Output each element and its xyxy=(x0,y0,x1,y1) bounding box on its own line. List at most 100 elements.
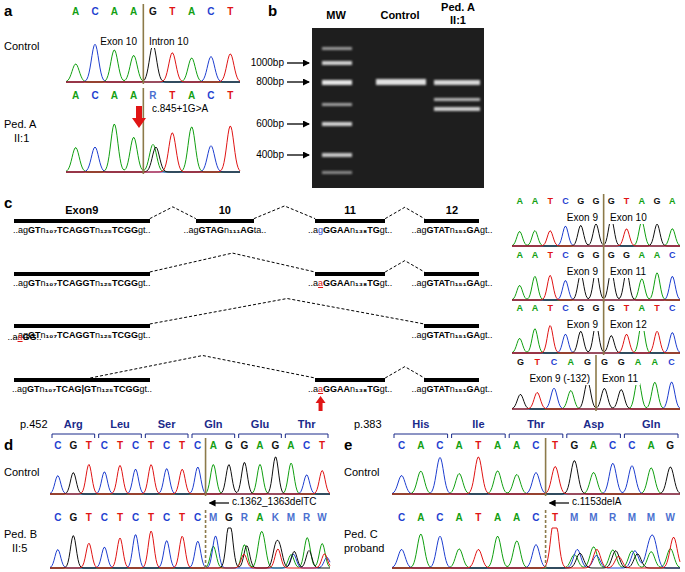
chromatogram xyxy=(512,248,680,302)
base-calls: ACAAGTACT xyxy=(66,6,240,18)
sequence-char: A xyxy=(210,225,217,235)
exon-segment: 11..agGGAAn₁₃₈TGgt.. xyxy=(308,204,392,235)
base-letter: C xyxy=(159,512,175,524)
sequence-char: T xyxy=(56,384,62,394)
sequence-char: T xyxy=(90,278,96,288)
sequence-char: ₁ xyxy=(455,278,459,288)
sequence-char: ₀ xyxy=(48,384,52,394)
exon-label: 11 xyxy=(344,204,356,217)
base-letter: G xyxy=(588,303,603,313)
base-letter: T xyxy=(81,440,97,452)
base-letter: A xyxy=(630,357,647,367)
chromatogram xyxy=(392,510,680,570)
base-letter: A xyxy=(634,196,649,206)
base-letter: T xyxy=(174,512,190,524)
exon-segment: Exon9..agGTn₁₀₇TCAGGTn₁₂₅TCGGgt.. xyxy=(13,204,151,235)
sequence-char: . xyxy=(264,225,267,235)
base-letter: G xyxy=(604,250,619,260)
sequence-char: t xyxy=(385,225,388,235)
exon-bar xyxy=(315,378,385,382)
sequence-char: ₁ xyxy=(463,330,467,340)
trace-line xyxy=(392,535,680,568)
sequence-char: T xyxy=(57,225,63,235)
codon-label: Ile xyxy=(472,418,484,431)
sequence-char: a xyxy=(417,330,422,340)
junction-line xyxy=(205,510,207,570)
gel-band xyxy=(434,80,480,85)
base-letter: T xyxy=(543,196,558,206)
sequence-char: A xyxy=(344,278,351,288)
sequence-char: ₃ xyxy=(359,384,363,394)
trace-line xyxy=(50,463,330,494)
sequence-char: T xyxy=(90,330,96,340)
sequence-char: T xyxy=(206,225,211,235)
base-letter: T xyxy=(143,440,159,452)
sequence-char: a xyxy=(313,225,318,235)
base-calls: GTCAGGGAAC xyxy=(512,357,680,367)
sequence-char: a xyxy=(313,384,318,394)
sequence-char: C xyxy=(117,225,124,235)
sequence-char: ₂ xyxy=(104,330,108,340)
sequence-char: G xyxy=(427,330,434,340)
base-letter: A xyxy=(512,250,527,260)
base-letter: W xyxy=(314,512,330,524)
junction-line xyxy=(143,88,145,174)
exon-segment: 12..agGTATn₁₅₁GAgt.. xyxy=(412,204,493,235)
base-letter: W xyxy=(661,512,680,524)
base-letter: T xyxy=(163,6,182,18)
sequence-char: G xyxy=(247,225,254,235)
base-letter: T xyxy=(619,303,634,313)
sequence-char: . xyxy=(387,225,390,235)
sequence-char: G xyxy=(373,225,380,235)
chromatogram xyxy=(512,355,680,411)
trace-line xyxy=(66,126,240,172)
sequence-char: G xyxy=(28,225,35,235)
trace-line xyxy=(66,147,240,172)
sample-label: Ped. C xyxy=(344,528,378,541)
size-marker: 400bp xyxy=(256,149,284,161)
sequence-char: ₂ xyxy=(104,225,108,235)
codon-bracket xyxy=(509,434,563,438)
exon-segment: 10..agGTAGn₁₁₁AGta.. xyxy=(184,204,267,235)
sequence-char: A xyxy=(69,225,76,235)
sample-label: Ped. A xyxy=(4,118,36,131)
base-letter: G xyxy=(66,440,82,452)
sequence-char: ₅ xyxy=(459,278,463,288)
sequence-char: T xyxy=(434,330,439,340)
sequence-char: n xyxy=(450,384,455,394)
lane-label: Ped. A xyxy=(441,1,475,14)
exon-label: 12 xyxy=(446,204,458,217)
gel-band xyxy=(322,122,352,126)
sequence-char: . xyxy=(148,330,151,340)
codon-label: Glu xyxy=(251,418,269,431)
sequence-char: ₅ xyxy=(459,384,463,394)
sequence-char: n xyxy=(41,225,46,235)
sequence-char: ₇ xyxy=(53,225,57,235)
sequence-char: t xyxy=(143,330,146,340)
sequence-char: . xyxy=(311,278,314,288)
sequence-char: A xyxy=(438,384,444,394)
base-letter: A xyxy=(527,250,542,260)
junction-line xyxy=(205,438,207,496)
sequence-char: g xyxy=(22,384,27,394)
trace-line xyxy=(50,531,330,568)
sequence-char: t xyxy=(145,384,148,394)
sequence-char: C xyxy=(63,330,70,340)
codon-label: Thr xyxy=(298,418,316,431)
size-arrow xyxy=(287,154,309,155)
sequence-char: T xyxy=(57,278,63,288)
sequence-char: ₃ xyxy=(359,225,363,235)
base-letter: A xyxy=(182,90,201,102)
trace-line xyxy=(66,44,240,82)
codon-bracket xyxy=(394,434,448,438)
sequence-char: ₅ xyxy=(109,384,113,394)
sequence-char: n xyxy=(95,225,100,235)
sequence-char: G xyxy=(83,278,90,288)
base-letter: G xyxy=(619,250,634,260)
sequence-char: ₅ xyxy=(459,330,463,340)
base-letter: M xyxy=(584,512,603,524)
exon-bar xyxy=(14,324,150,328)
sequence-char: ₁ xyxy=(355,384,359,394)
sequence-char: ₁ xyxy=(46,278,50,288)
sequence-char: ₇ xyxy=(53,330,57,340)
